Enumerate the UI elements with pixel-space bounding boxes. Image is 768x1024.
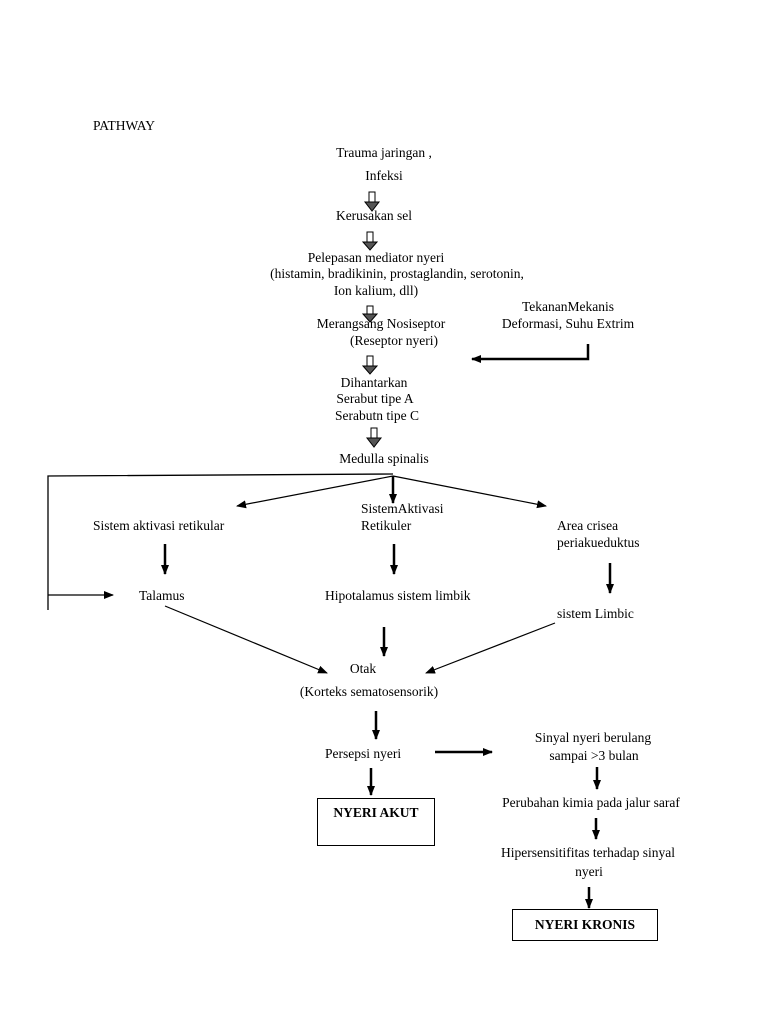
node-sistem-aktivasi-line1: SistemAktivasi bbox=[361, 501, 444, 516]
hollow-arrow-3 bbox=[361, 305, 379, 323]
node-persepsi-nyeri: Persepsi nyeri bbox=[325, 746, 402, 761]
node-sinyal-line1: Sinyal nyeri berulang bbox=[534, 730, 652, 745]
node-kerusakan-sel: Kerusakan sel bbox=[335, 208, 413, 223]
node-infeksi: Infeksi bbox=[365, 168, 403, 183]
node-area-crisea-line1: Area crisea bbox=[557, 518, 619, 533]
box-nyeri-kronis: NYERI KRONIS bbox=[512, 909, 658, 941]
node-sistem-aktivasi-line2: Retikuler bbox=[361, 518, 412, 533]
node-dihantarkan-line3: Serabutn tipe C bbox=[335, 408, 419, 423]
node-area-crisea-line2: periakueduktus bbox=[557, 535, 640, 550]
page-title: PATHWAY bbox=[93, 118, 156, 133]
node-trauma: Trauma jaringan , bbox=[336, 145, 432, 160]
arrow-medulla-to-retikular bbox=[236, 475, 394, 509]
node-dihantarkan-line2: Serabut tipe A bbox=[336, 391, 414, 406]
node-perubahan: Perubahan kimia pada jalur saraf bbox=[502, 795, 680, 810]
hollow-arrow-2 bbox=[361, 231, 379, 251]
node-pelepasan-line2: (histamin, bradikinin, prostaglandin, se… bbox=[270, 266, 524, 281]
node-hipersensitifitas-line2: nyeri bbox=[575, 864, 603, 879]
left-bracket-line bbox=[47, 473, 394, 610]
nyeri-akut-label: NYERI AKUT bbox=[333, 805, 419, 820]
hollow-arrow-5 bbox=[365, 427, 383, 448]
node-pelepasan-line3: Ion kalium, dll) bbox=[333, 283, 419, 298]
node-pelepasan-line1: Pelepasan mediator nyeri bbox=[307, 250, 445, 265]
hollow-arrow-4 bbox=[361, 355, 379, 375]
node-hipotalamus: Hipotalamus sistem limbik bbox=[325, 588, 471, 603]
node-tekanan-line1: TekananMekanis bbox=[521, 299, 615, 314]
arrow-medulla-to-area-crisea bbox=[392, 475, 547, 509]
nyeri-kronis-label: NYERI KRONIS bbox=[534, 917, 636, 932]
arrow-tekanan-to-nosiseptor bbox=[471, 344, 590, 363]
box-nyeri-akut: NYERI AKUT bbox=[317, 798, 435, 846]
node-tekanan-line2: Deformasi, Suhu Extrim bbox=[501, 316, 635, 331]
node-otak: Otak bbox=[349, 661, 377, 676]
node-korteks: (Korteks sematosensorik) bbox=[299, 684, 439, 699]
arrow-talamus-to-otak bbox=[164, 605, 328, 674]
arrow-limbic-to-otak bbox=[425, 622, 556, 674]
node-sinyal-line2: sampai >3 bulan bbox=[549, 748, 639, 763]
node-hipersensitifitas-line1: Hipersensitifitas terhadap sinyal bbox=[501, 845, 675, 860]
node-merangsang-line1: Merangsang Nosiseptor bbox=[316, 316, 446, 331]
node-talamus: Talamus bbox=[139, 588, 185, 603]
node-dihantarkan-line1: Dihantarkan bbox=[340, 375, 408, 390]
node-sistem-aktivasi-retikular: Sistem aktivasi retikular bbox=[93, 518, 225, 533]
node-medulla-spinalis: Medulla spinalis bbox=[339, 451, 429, 466]
node-merangsang-line2: (Reseptor nyeri) bbox=[349, 333, 439, 348]
hollow-arrow-1 bbox=[363, 191, 381, 212]
node-sistem-limbic: sistem Limbic bbox=[557, 606, 634, 621]
